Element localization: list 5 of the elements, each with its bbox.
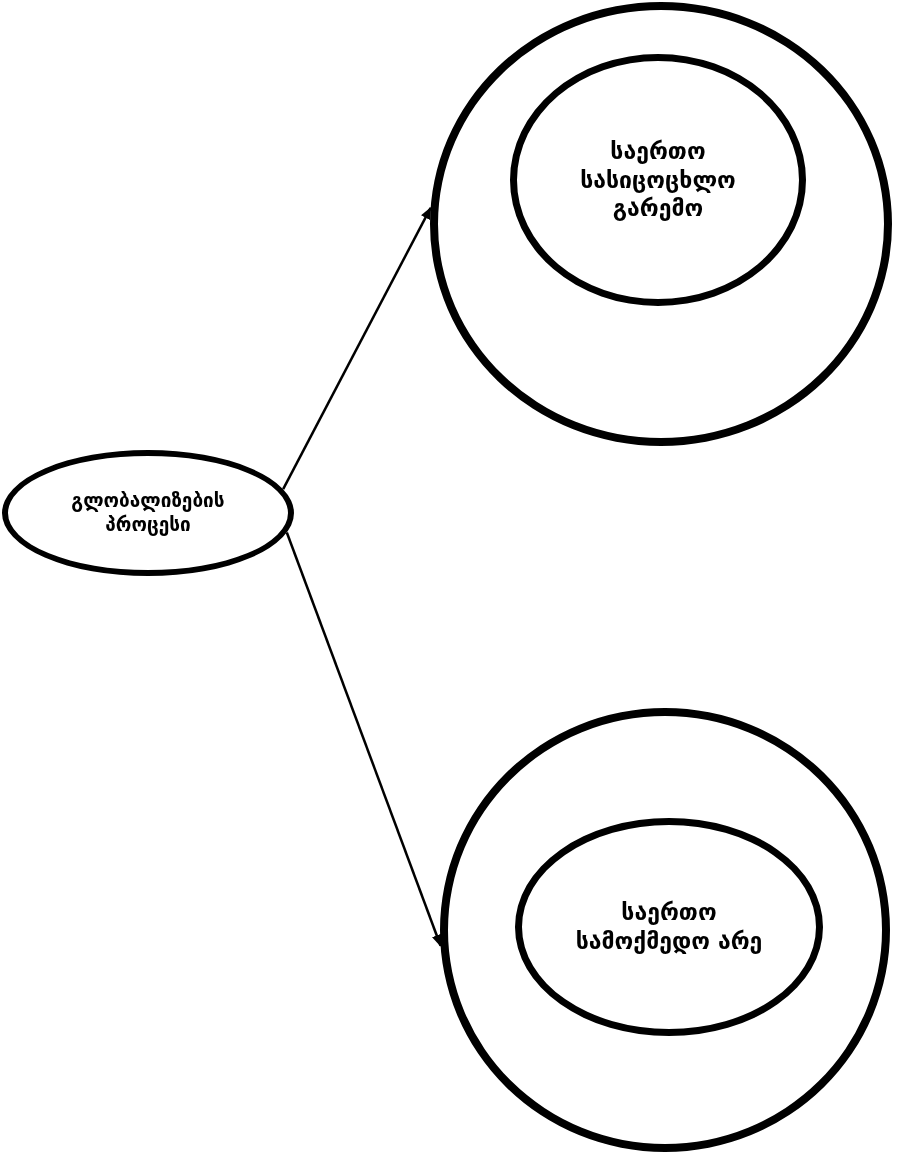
arrow <box>285 532 442 947</box>
arrow <box>282 207 432 490</box>
node-label: გლობალიზების პროცესი <box>70 489 226 537</box>
node-label: საერთო სასიცოცხლო გარემო <box>579 136 737 224</box>
node-label: საერთო სამოქმედო არე <box>574 898 764 956</box>
